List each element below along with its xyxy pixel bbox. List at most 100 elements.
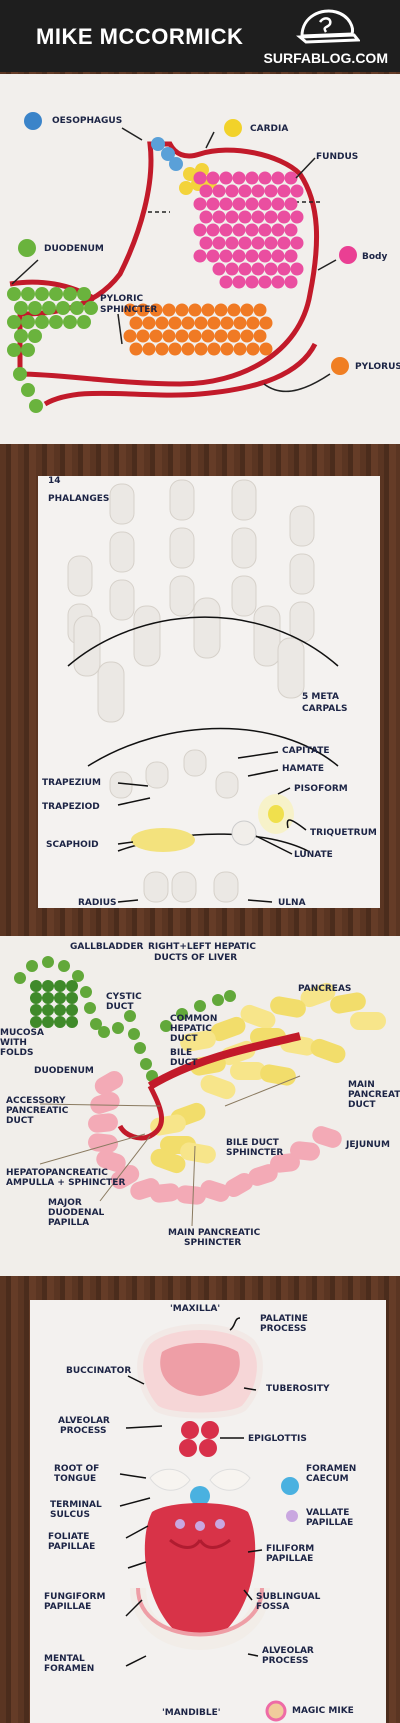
green-candy — [63, 315, 77, 329]
label-hepato-2: AMPULLA + SPHINCTER — [6, 1178, 126, 1188]
pink-candy — [290, 236, 304, 250]
bone-candy — [73, 615, 101, 677]
pink-candy — [264, 184, 278, 198]
orange-candy — [227, 329, 241, 343]
pink-candy — [238, 262, 252, 276]
label-trapeziod: TRAPEZIOD — [42, 802, 100, 812]
green-candy — [35, 287, 49, 301]
green-bead — [42, 980, 54, 992]
pink-candy — [258, 275, 272, 289]
label-filiform-1: FILIFORM — [266, 1544, 315, 1554]
pink-candy — [193, 197, 207, 211]
label-alveolar-b-1: ALVEOLAR — [262, 1646, 314, 1656]
green-bead — [30, 980, 42, 992]
green-candy — [14, 301, 28, 315]
pink-candy — [225, 262, 239, 276]
pink-candy — [94, 1071, 124, 1095]
mouth-diagram — [119, 1317, 299, 1722]
label-trapezium: TRAPEZIUM — [42, 778, 101, 788]
pink-candy — [290, 262, 304, 276]
pink-candy — [212, 210, 226, 224]
label-vallate-1: VALLATE — [306, 1508, 350, 1518]
label-gallbladder: GALLBLADDER — [70, 942, 144, 952]
green-candy — [28, 301, 42, 315]
label-fungiform-1: FUNGIFORM — [44, 1592, 106, 1602]
orange-candy — [201, 329, 215, 343]
green-candy — [42, 301, 56, 315]
green-bead — [72, 970, 84, 982]
label-palatine-1: PALATINE — [260, 1314, 308, 1324]
green-candy — [56, 301, 70, 315]
green-bead — [54, 980, 66, 992]
label-main-duct-3: DUCT — [348, 1100, 376, 1110]
green-bead — [66, 980, 78, 992]
orange-candy — [155, 316, 169, 330]
green-bead — [176, 1008, 188, 1020]
pink-candy — [193, 171, 207, 185]
green-candy — [77, 287, 91, 301]
green-candy — [63, 287, 77, 301]
label-cardia: CARDIA — [250, 124, 289, 134]
pink-candy — [200, 1180, 230, 1202]
cap-icon[interactable] — [296, 6, 360, 46]
pink-candy — [219, 249, 233, 263]
pink-candy — [206, 197, 220, 211]
label-root-1: ROOT OF — [54, 1464, 100, 1474]
pink-candy — [206, 171, 220, 185]
bone-candy — [253, 605, 281, 667]
pink-candy — [232, 249, 246, 263]
label-foliate-1: FOLIATE — [48, 1532, 90, 1542]
pink-candy — [199, 184, 213, 198]
bone-candy — [133, 605, 161, 667]
pink-candy — [245, 197, 259, 211]
green-bead — [128, 1028, 140, 1040]
pink-candy — [199, 210, 213, 224]
green-candy — [13, 367, 27, 381]
banana-candy — [210, 1016, 246, 1042]
green-candy — [21, 287, 35, 301]
bone-candy — [231, 479, 257, 521]
pink-candy — [251, 210, 265, 224]
pink-candy — [176, 1185, 206, 1205]
bone-candy — [169, 527, 195, 569]
orange-candy — [181, 342, 195, 356]
pink-candy — [238, 236, 252, 250]
pink-candy — [258, 197, 272, 211]
label-alveolar-b-2: PROCESS — [262, 1656, 309, 1666]
orange-candy — [227, 303, 241, 317]
label-bile-sphincter-2: SPHINCTER — [226, 1148, 284, 1158]
orange-candy — [168, 316, 182, 330]
stomach-diagram — [7, 112, 357, 413]
orange-candy — [175, 329, 189, 343]
pink-candy — [224, 1173, 254, 1197]
bone-candy — [277, 637, 305, 699]
bone-candy — [215, 771, 239, 799]
green-candy — [21, 315, 35, 329]
brand-link[interactable]: SURFABLOG.COM — [263, 50, 388, 66]
pink-candy — [264, 262, 278, 276]
orange-candy — [149, 303, 163, 317]
label-terminal-1: TERMINAL — [50, 1500, 102, 1510]
green-bead — [42, 992, 54, 1004]
blue-candy — [169, 157, 183, 171]
pink-candy — [245, 223, 259, 237]
label-palatine-2: PROCESS — [260, 1324, 307, 1334]
label-bile-sphincter-1: BILE DUCT — [226, 1138, 279, 1148]
orange-candy — [214, 329, 228, 343]
green-candy — [21, 383, 35, 397]
label-common-3: DUCT — [170, 1034, 198, 1044]
label-cystic-1: CYSTIC — [106, 992, 142, 1002]
pink-candy — [206, 223, 220, 237]
label-duodenum: DUODENUM — [44, 244, 104, 254]
green-bead — [140, 1058, 152, 1070]
orange-candy — [181, 316, 195, 330]
orange-candy — [207, 342, 221, 356]
green-candy — [7, 287, 21, 301]
bone-candy — [289, 601, 315, 643]
label-main-duct-2: PANCREATIC — [348, 1090, 400, 1100]
orange-candy — [168, 342, 182, 356]
pink-candy — [212, 262, 226, 276]
banana-candy — [200, 1074, 236, 1100]
orange-candy — [188, 303, 202, 317]
green-bead — [84, 1002, 96, 1014]
